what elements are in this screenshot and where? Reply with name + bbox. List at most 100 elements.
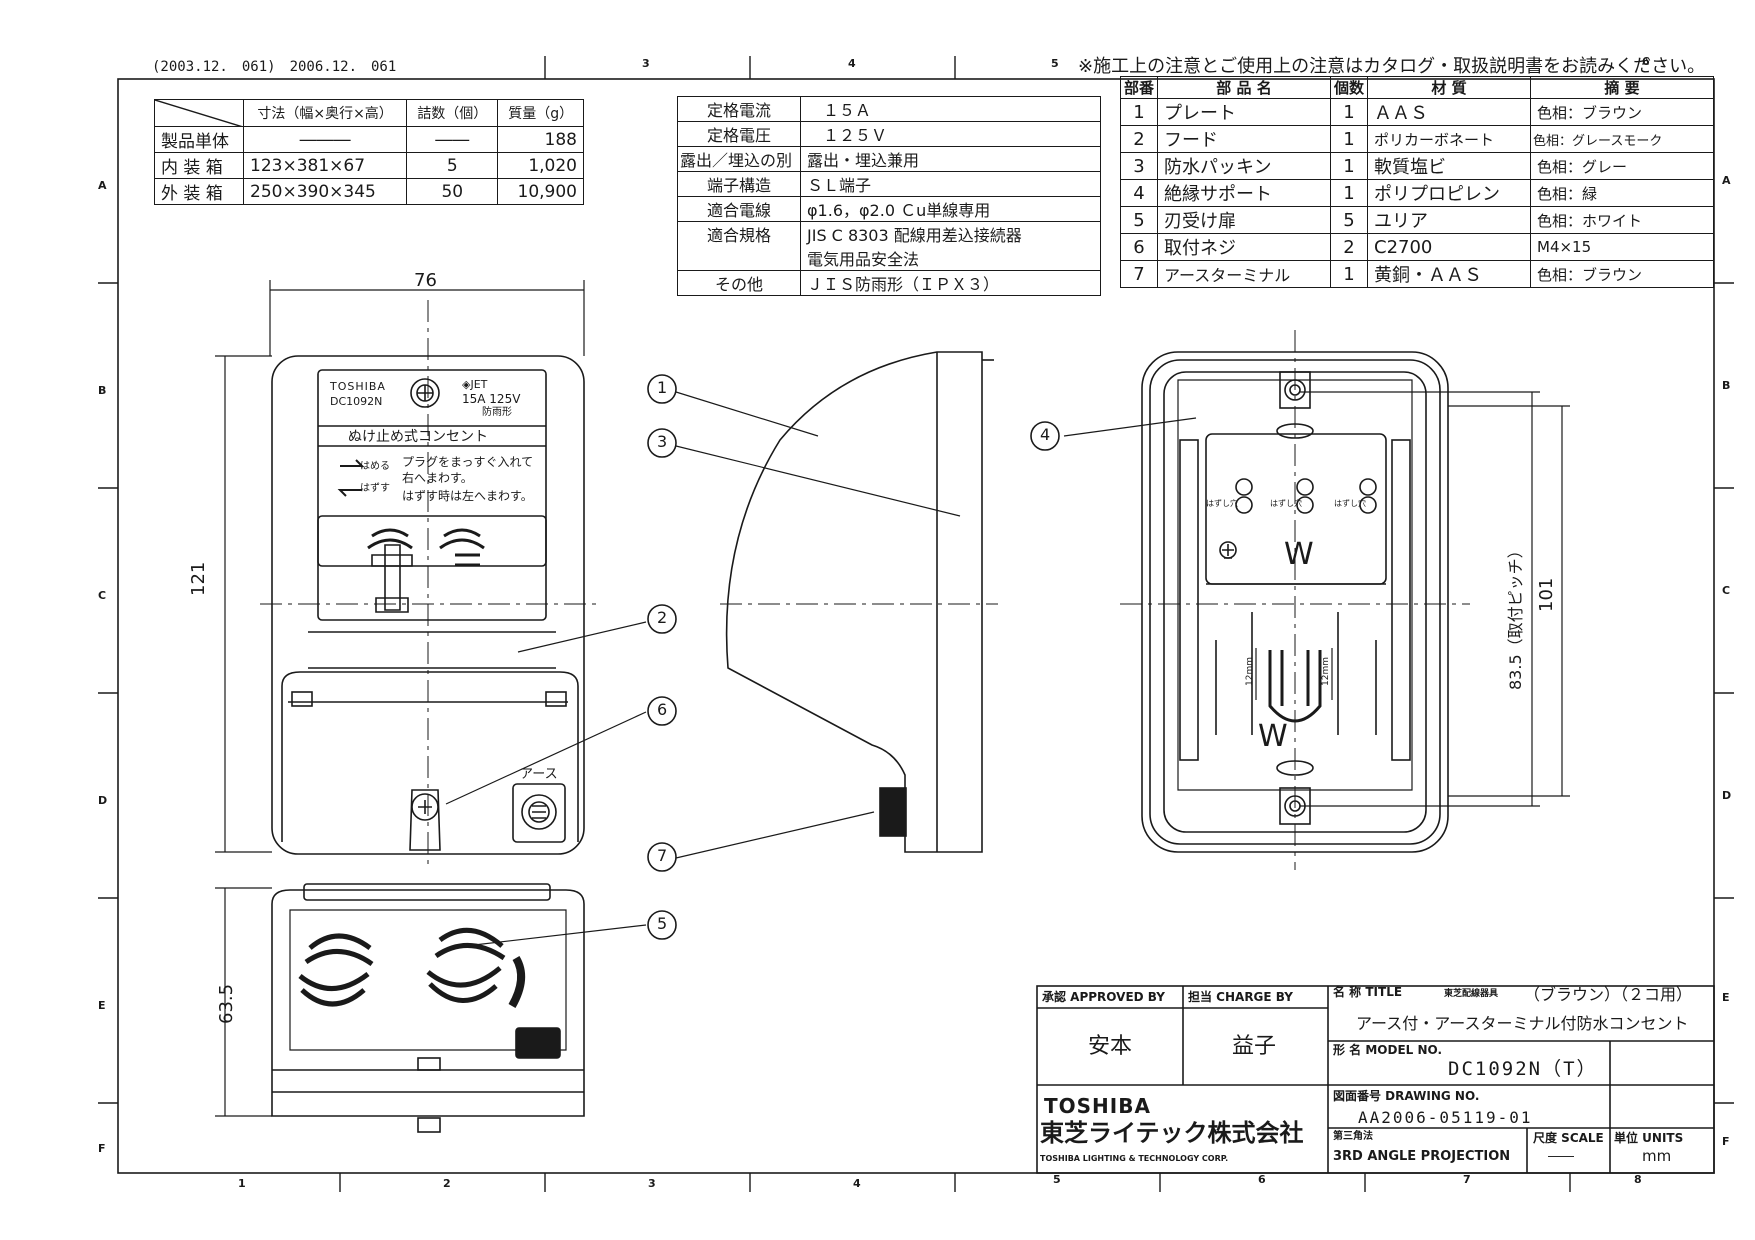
table-row: 6 取付ネジ 2 C2700 M4×15	[1120, 233, 1714, 261]
tb-brand-logo: TOSHIBA	[1044, 1094, 1151, 1118]
table-row: 3 防水パッキン 1 軟質塩ビ 色相：グレー	[1120, 152, 1714, 180]
table-header-cell: 詰数（個）	[406, 99, 499, 127]
jet-diamond-icon: ◈	[462, 378, 471, 391]
table-row: 4 絶縁サポート 1 ポリプロピレン 色相：緑	[1120, 179, 1714, 207]
front-earth-label: アース	[520, 767, 558, 782]
table-cell: 5	[406, 152, 499, 179]
front-brand: TOSHIBA	[330, 380, 386, 393]
tb-units-label: 単位 UNITS	[1614, 1131, 1684, 1145]
zone-col-3: 3	[642, 57, 650, 70]
spec-value-line: 電気用品安全法	[807, 250, 920, 269]
packaging-table: 寸法（幅×奥行×高） 詰数（個） 質量（g） 製品単体 ――― ―― 188 内…	[154, 99, 584, 205]
table-row: 定格電圧 １２５Ｖ	[677, 121, 1101, 147]
part-note: 色相：グレー	[1530, 152, 1714, 180]
part-no: 2	[1120, 125, 1158, 153]
zone-bottom-8: 8	[1634, 1173, 1642, 1186]
leader-lines	[445, 391, 1197, 946]
table-cell: 1,020	[497, 152, 584, 179]
tb-charge-value: 益子	[1232, 1034, 1277, 1059]
table-header-cell: 材 質	[1367, 76, 1531, 99]
jet-mark: ◈JET	[462, 379, 487, 390]
table-cell: ――	[406, 126, 499, 153]
part-name: アースターミナル	[1157, 260, 1331, 288]
front-rain-proof: 防雨形	[482, 407, 512, 418]
zone-row-f-left: F	[98, 1142, 106, 1155]
zone-row-b-right: B	[1722, 379, 1731, 392]
table-header-cell: 寸法（幅×奥行×高）	[242, 99, 408, 127]
spec-value: JIS C 8303 配線用差込接続器 電気用品安全法	[800, 221, 1101, 271]
zone-row-d-right: D	[1722, 789, 1732, 802]
zone-bottom-2: 2	[443, 1177, 451, 1190]
zone-row-a-left: A	[98, 179, 107, 192]
spec-label: その他	[677, 270, 801, 296]
table-row: 露出／埋込の別 露出・埋込兼用	[677, 146, 1101, 172]
part-no: 6	[1120, 233, 1158, 261]
table-header-cell: 質量（g）	[497, 99, 584, 127]
spec-value: １５Ａ	[800, 96, 1101, 122]
zone-row-a-right: A	[1722, 174, 1731, 187]
tb-approved-value: 安本	[1088, 1034, 1133, 1059]
revision-note: (2003.12. 061) 2006.12. 061	[152, 59, 397, 75]
zone-row-d-left: D	[98, 794, 108, 807]
part-material: ポリプロピレン	[1367, 179, 1531, 207]
part-no: 1	[1120, 98, 1158, 126]
table-row: 7 アースターミナル 1 黄銅・ＡＡＳ 色相：ブラウン	[1120, 260, 1714, 288]
tb-model-value: DC1092N（T）	[1448, 1058, 1598, 1080]
balloon-4: 4	[1040, 425, 1051, 444]
table-header-cell: 部 品 名	[1157, 76, 1331, 99]
tb-title-label: 名 称 TITLE	[1333, 985, 1403, 999]
table-cell: 250×390×345	[242, 178, 408, 205]
part-material: ポリカーボネート	[1367, 125, 1531, 153]
zone-bottom-5: 5	[1053, 1173, 1061, 1186]
zone-row-c-left: C	[98, 589, 107, 602]
table-row: その他 ＪＩＳ防雨形（ＩＰＸ３）	[677, 270, 1101, 296]
table-header-cell: 摘 要	[1530, 76, 1714, 99]
table-row: 5 刃受け扉 5 ユリア 色相：ホワイト	[1120, 206, 1714, 234]
zone-col-4: 4	[848, 57, 856, 70]
tb-approved-label: 承認 APPROVED BY	[1042, 990, 1165, 1004]
drawing-frame	[117, 78, 1715, 1174]
bottom-view-outline	[271, 883, 585, 1133]
table-cell: ―――	[242, 126, 408, 153]
notice-text: ※施工上の注意とご使用上の注意はカタログ・取扱説明書をお読みください。	[1078, 56, 1706, 77]
dim-height-63-5: 63.5	[216, 983, 237, 1024]
table-cell: 188	[497, 126, 584, 153]
table-row: 1 プレート 1 ＡＡＳ 色相：ブラウン	[1120, 98, 1714, 126]
tb-scale-label: 尺度 SCALE	[1533, 1131, 1604, 1145]
tb-model-label: 形 名 MODEL NO.	[1333, 1043, 1443, 1057]
table-row: 寸法（幅×奥行×高） 詰数（個） 質量（g）	[154, 99, 584, 127]
tb-company-jp: 東芝ライテック株式会社	[1040, 1119, 1304, 1147]
dimension-lines	[215, 280, 1570, 1117]
tb-projection-value: 3RD ANGLE PROJECTION	[1333, 1149, 1511, 1164]
front-hameru: はめる	[360, 461, 390, 472]
front-model: DC1092N	[330, 395, 383, 408]
table-row: 適合規格 JIS C 8303 配線用差込接続器 電気用品安全法	[677, 221, 1101, 271]
rear-w-label: W	[1284, 537, 1314, 572]
table-header-cell: 部番	[1120, 76, 1158, 99]
tb-charge-label: 担当 CHARGE BY	[1188, 990, 1293, 1004]
part-note: M4×15	[1530, 233, 1714, 261]
part-name: プレート	[1157, 98, 1331, 126]
spec-value: 露出・埋込兼用	[800, 146, 1101, 172]
zone-bottom-1: 1	[238, 1177, 246, 1190]
spec-label: 定格電圧	[677, 121, 801, 147]
part-note: 色相：ブラウン	[1530, 260, 1714, 288]
spec-value: φ1.6，φ2.0 Ｃu単線専用	[800, 196, 1101, 222]
balloon-circles	[647, 374, 1060, 940]
tb-title-value: アース付・アースターミナル付防水コンセント	[1356, 1014, 1689, 1033]
table-row: 端子構造 ＳＬ端子	[677, 171, 1101, 197]
parts-table: 部番 部 品 名 個数 材 質 摘 要 1 プレート 1 ＡＡＳ 色相：ブラウン…	[1120, 76, 1714, 288]
zone-bottom-6: 6	[1258, 1173, 1266, 1186]
zone-row-b-left: B	[98, 384, 107, 397]
table-cell: 内 装 箱	[154, 152, 244, 179]
zone-bottom-3: 3	[648, 1177, 656, 1190]
front-hazusu: はずす	[360, 483, 390, 494]
part-material: 黄銅・ＡＡＳ	[1367, 260, 1531, 288]
front-rating: 15A 125V	[462, 392, 521, 406]
rear-w-label-lower: W	[1258, 719, 1288, 754]
dim-height-121: 121	[188, 561, 209, 596]
title-block-lines	[1036, 985, 1715, 1174]
table-row: 2 フード 1 ポリカーボネート 色相：グレースモーク	[1120, 125, 1714, 153]
part-name: 刃受け扉	[1157, 206, 1331, 234]
